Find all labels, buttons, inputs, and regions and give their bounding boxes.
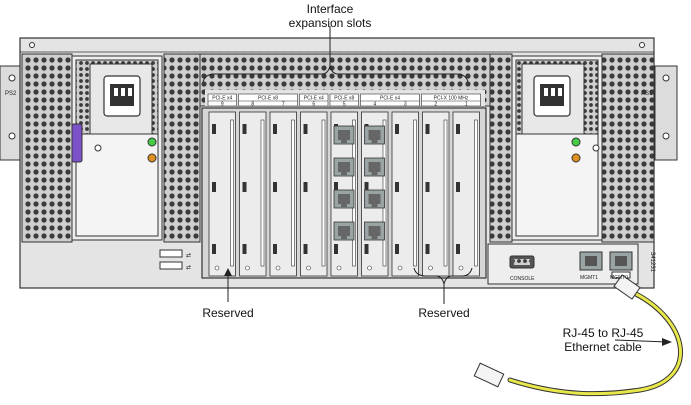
usb-icon: ⇄ <box>186 264 191 271</box>
slots-callout-line1: Interface <box>306 2 354 16</box>
usb-port <box>159 249 183 258</box>
psu-fault-led <box>147 153 157 163</box>
slot-header-box <box>207 93 237 107</box>
slot-header-box <box>421 93 481 107</box>
expansion-slot[interactable] <box>300 111 328 277</box>
expansion-slot[interactable] <box>269 111 297 277</box>
expansion-slot[interactable] <box>391 111 419 277</box>
slot-number: 4 <box>373 102 376 108</box>
slot-header-label: PCI-E x8 <box>334 96 354 102</box>
ear-screw-icon <box>662 132 670 140</box>
slot-header-label: PCI-X 100 MHz <box>434 96 469 102</box>
slot-header-box <box>299 93 329 107</box>
figure-number: 341231 <box>649 252 655 273</box>
slot-header-box <box>360 93 420 107</box>
slot-header-label: PCI-E x4 <box>304 96 324 102</box>
slot-header-label: PCI-E x4 <box>212 96 232 102</box>
ps-right-label: PS1 <box>641 91 653 97</box>
slots-callout-label: Interface expansion slots <box>275 2 385 30</box>
reserved-right-label: Reserved <box>418 306 470 320</box>
slot-number: 2 <box>434 102 437 108</box>
expansion-slot[interactable] <box>208 111 236 277</box>
cable-callout-line1: RJ-45 to RJ-45 <box>562 326 644 340</box>
expansion-slot[interactable] <box>239 111 267 277</box>
slot-number: 7 <box>282 102 285 108</box>
psu-fault-led <box>571 153 581 163</box>
slot-number: 5 <box>343 102 346 108</box>
ps-left-label: PS2 <box>5 91 17 97</box>
slot-number: 9 <box>221 102 224 108</box>
slot-header-label: PCI-E x4 <box>380 96 400 102</box>
mgmt0-label: MGMT0 <box>610 275 628 281</box>
slot-number: 3 <box>404 102 407 108</box>
slot-number: 8 <box>251 102 254 108</box>
slot-header-box <box>238 93 298 107</box>
slots-callout-line2: expansion slots <box>288 16 372 30</box>
psu-status-led <box>147 137 157 147</box>
ear-screw-icon <box>662 74 670 82</box>
console-label: CONSOLE <box>510 276 535 282</box>
right-mounting-ear <box>654 65 678 161</box>
cable-callout-leader <box>614 339 669 343</box>
rj45-plug-icon <box>613 274 641 300</box>
cable-callout-label: RJ-45 to RJ-45 Ethernet cable <box>548 326 658 354</box>
psu-status-led <box>571 137 581 147</box>
slot-number: 1 <box>465 102 468 108</box>
slot-header-label: PCI-E x8 <box>258 96 278 102</box>
expansion-slot[interactable] <box>422 111 450 277</box>
rj45-plug-icon <box>473 362 505 388</box>
slot-header-box <box>329 93 359 107</box>
slot-number: 6 <box>312 102 315 108</box>
slot-header-row: PCI-E x4 PCI-E x8 PCI-E x4 PCI-E x8 PCI-E x4… <box>207 93 481 108</box>
usb-icon: ⇄ <box>186 252 191 259</box>
reserved-left-label: Reserved <box>202 306 254 320</box>
mgmt1-label: MGMT1 <box>580 275 598 281</box>
expansion-slot[interactable] <box>452 111 480 277</box>
usb-port <box>159 261 183 270</box>
ear-screw-icon <box>8 132 16 140</box>
psu-handle-icon <box>71 123 83 163</box>
expansion-slots <box>208 111 480 277</box>
cable-callout-line2: Ethernet cable <box>564 340 642 354</box>
ear-screw-icon <box>8 74 16 82</box>
